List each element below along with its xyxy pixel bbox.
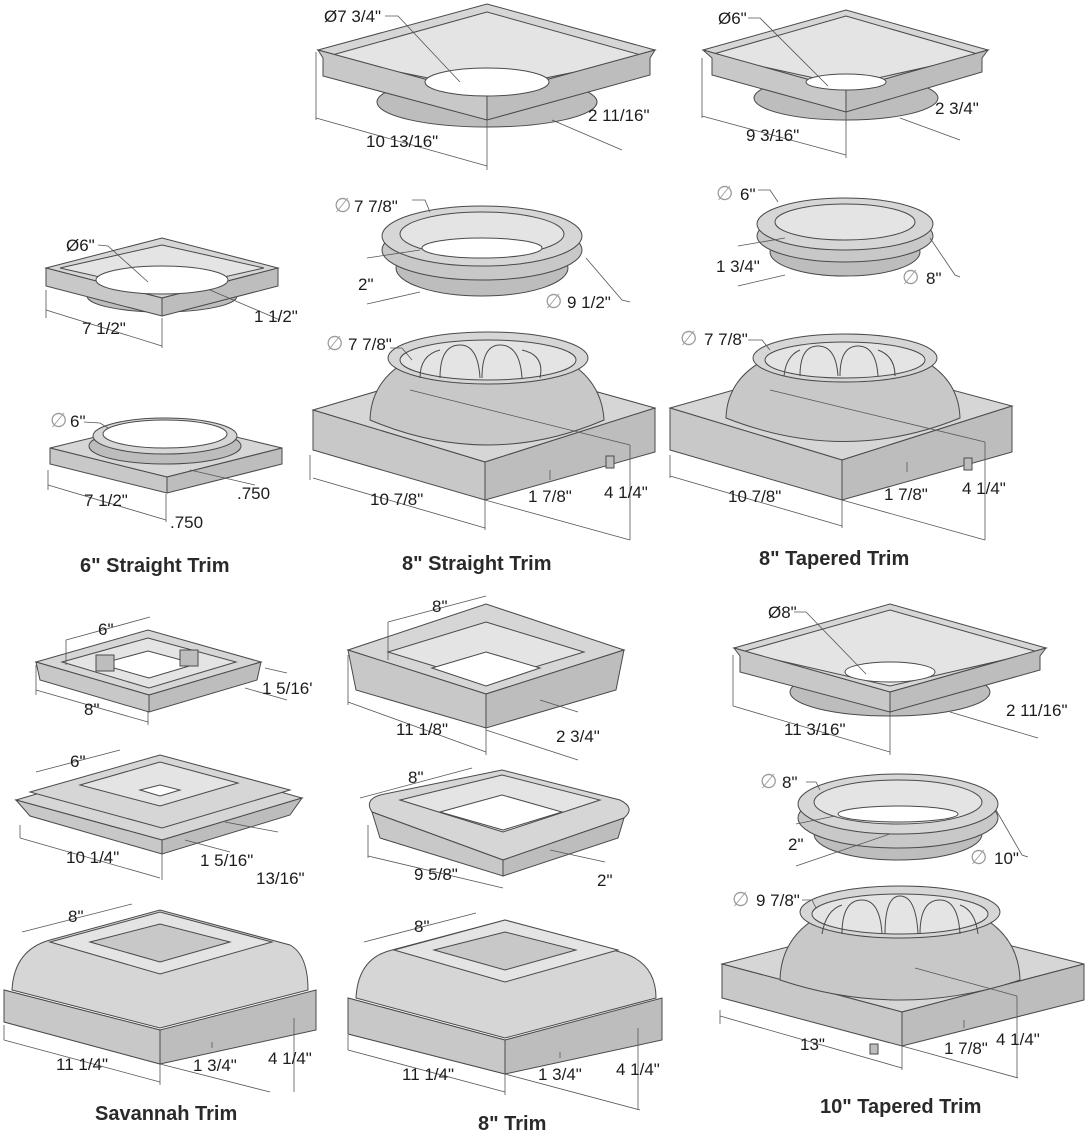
label-height: 2" [788, 835, 804, 854]
section-title: 6" Straight Trim [80, 555, 230, 577]
diameter-icon: ∅ [902, 265, 919, 289]
part-dome-base: ∅ 9 7/8" 13" 1 7/8" 4 1/4" [719, 885, 1085, 1079]
section-title: 8" Tapered Trim [759, 548, 909, 570]
diameter-icon: ∅ [732, 887, 749, 911]
label-height: 2 3/4" [935, 99, 979, 118]
label-outer-width: 8" [84, 700, 100, 719]
section-title: 10" Tapered Trim [820, 1096, 981, 1118]
label-diameter: Ø6" [718, 9, 747, 28]
label-outer-diameter: 10" [994, 849, 1019, 868]
label-inner-width: 8" [408, 768, 424, 787]
diameter-icon: ∅ [970, 845, 987, 869]
label-width: 13" [800, 1035, 825, 1054]
label-height: 2 3/4" [556, 727, 600, 746]
label-total-height: 4 1/4" [996, 1030, 1040, 1049]
part-square-open-frame: 6" 8" 1 5/16' [34, 616, 313, 725]
diameter-icon: ∅ [545, 289, 562, 313]
label-diameter: 9 7/8" [756, 891, 800, 910]
label-outer-diameter: 9 1/2" [567, 293, 611, 312]
part-rounded-square-frame: 8" 9 5/8" 2" [359, 767, 630, 890]
part-square-flared-collar: Ø6" 9 3/16" 2 3/4" [701, 9, 990, 158]
part-round-ring: ∅ 7 7/8" 2" ∅ 9 1/2" [334, 193, 631, 313]
section-title: Savannah Trim [95, 1103, 237, 1125]
diameter-icon: ∅ [680, 326, 697, 350]
label-base-height: 1 7/8" [944, 1039, 988, 1058]
label-inner-diameter: 8" [782, 773, 798, 792]
label-diameter: Ø7 3/4" [324, 7, 381, 26]
label-height: 2" [358, 275, 374, 294]
label-height: 2 11/16" [1006, 701, 1068, 720]
diameter-icon: ∅ [760, 769, 777, 793]
part-square-base-with-ring: ∅ 6" 7 1/2" .750 .750 [47, 408, 283, 532]
label-diameter: 7 7/8" [348, 335, 392, 354]
label-ring-height: .750 [237, 484, 270, 503]
label-total-height: 4 1/4" [604, 483, 648, 502]
diameter-icon: ∅ [326, 331, 343, 355]
label-diameter: Ø8" [768, 603, 797, 622]
diameter-icon: ∅ [334, 193, 351, 217]
label-width: 10 7/8" [370, 490, 423, 509]
label-base-height: 1 7/8" [884, 485, 928, 504]
part-square-molded-collar: 8" 11 1/8" 2 3/4" [346, 595, 626, 761]
label-diameter: 7 7/8" [704, 330, 748, 349]
diameter-icon: ∅ [716, 181, 733, 205]
label-width: 9 3/16" [746, 126, 799, 145]
label-width: 9 5/8" [414, 865, 458, 884]
part-square-block-base: 8" 11 1/4" 1 3/4" 4 1/4" [347, 912, 663, 1111]
part-dome-base: ∅ 7 7/8" 10 7/8" 1 7/8" 4 1/4" [668, 326, 1014, 541]
label-width: 7 1/2" [82, 319, 126, 338]
section-title: 8" Straight Trim [402, 553, 552, 575]
section-8in-straight-trim: Ø7 3/4" 10 13/16" 2 11/16" ∅ 7 7/8" 2" ∅… [309, 3, 657, 575]
part-square-ring-collar: Ø6" 7 1/2" 1 1/2" [44, 236, 298, 348]
diameter-icon: ∅ [50, 408, 67, 432]
label-height: 2 11/16" [588, 106, 650, 125]
section-6in-straight-trim: Ø6" 7 1/2" 1 1/2" ∅ 6" 7 1/2" .750 .750 … [44, 236, 298, 577]
label-total-height: 4 1/4" [616, 1060, 660, 1079]
label-height: 1 3/4" [716, 257, 760, 276]
section-savannah-trim: 6" 8" 1 5/16' 6" 10 1/4" 1 5/16" 13/16" [3, 616, 317, 1125]
part-round-ring: ∅ 8" 2" ∅ 10" [760, 769, 1029, 869]
label-width: 11 1/4" [56, 1055, 108, 1074]
part-dome-base: ∅ 7 7/8" 10 7/8" 1 7/8" 4 1/4" [309, 331, 657, 541]
label-inner-diameter: 6" [740, 185, 756, 204]
label-diameter: Ø6" [66, 236, 95, 255]
label-base-height: .750 [170, 513, 203, 532]
label-height: 1 5/16' [262, 679, 313, 698]
label-base-height: 1 3/4" [193, 1056, 237, 1075]
section-10in-tapered-trim: Ø8" 11 3/16" 2 11/16" ∅ 8" 2" ∅ 10" [719, 603, 1085, 1118]
label-width: 7 1/2" [84, 491, 128, 510]
label-width: 10 13/16" [366, 132, 438, 151]
label-base-height: 1 7/8" [528, 487, 572, 506]
label-width: 10 1/4" [66, 848, 119, 867]
section-8in-trim: 8" 11 1/8" 2 3/4" 8" 9 5/8" 2" [346, 595, 663, 1131]
section-title: 8" Trim [478, 1113, 546, 1131]
label-width: 11 3/16" [784, 720, 846, 739]
label-inner-width: 6" [98, 620, 114, 639]
label-height: 1 1/2" [254, 307, 298, 326]
label-width: 10 7/8" [728, 487, 781, 506]
part-stepped-square-cap: 6" 10 1/4" 1 5/16" 13/16" [14, 749, 305, 888]
part-square-flared-collar: Ø7 3/4" 10 13/16" 2 11/16" [315, 3, 657, 170]
label-total-height: 4 1/4" [268, 1049, 312, 1068]
label-inner-diameter: 7 7/8" [354, 197, 398, 216]
label-height: 2" [597, 871, 613, 890]
label-step-height: 1 5/16" [200, 851, 253, 870]
label-top-width: 8" [68, 907, 84, 926]
part-square-block-base: 8" 11 1/4" 1 3/4" 4 1/4" [3, 903, 317, 1093]
label-inner-width: 6" [70, 752, 86, 771]
label-outer-diameter: 8" [926, 269, 942, 288]
label-top-width: 8" [414, 917, 430, 936]
label-base-height: 1 3/4" [538, 1065, 582, 1084]
label-width: 11 1/8" [396, 720, 448, 739]
label-width: 11 1/4" [402, 1065, 454, 1084]
label-lip-height: 13/16" [256, 869, 305, 888]
label-inner-width: 8" [432, 597, 448, 616]
section-8in-tapered-trim: Ø6" 9 3/16" 2 3/4" ∅ 6" 1 3/4" ∅ 8" [668, 9, 1014, 570]
part-round-ring: ∅ 6" 1 3/4" ∅ 8" [716, 181, 961, 289]
part-square-flared-collar: Ø8" 11 3/16" 2 11/16" [732, 603, 1068, 755]
label-total-height: 4 1/4" [962, 479, 1006, 498]
label-diameter: 6" [70, 412, 86, 431]
